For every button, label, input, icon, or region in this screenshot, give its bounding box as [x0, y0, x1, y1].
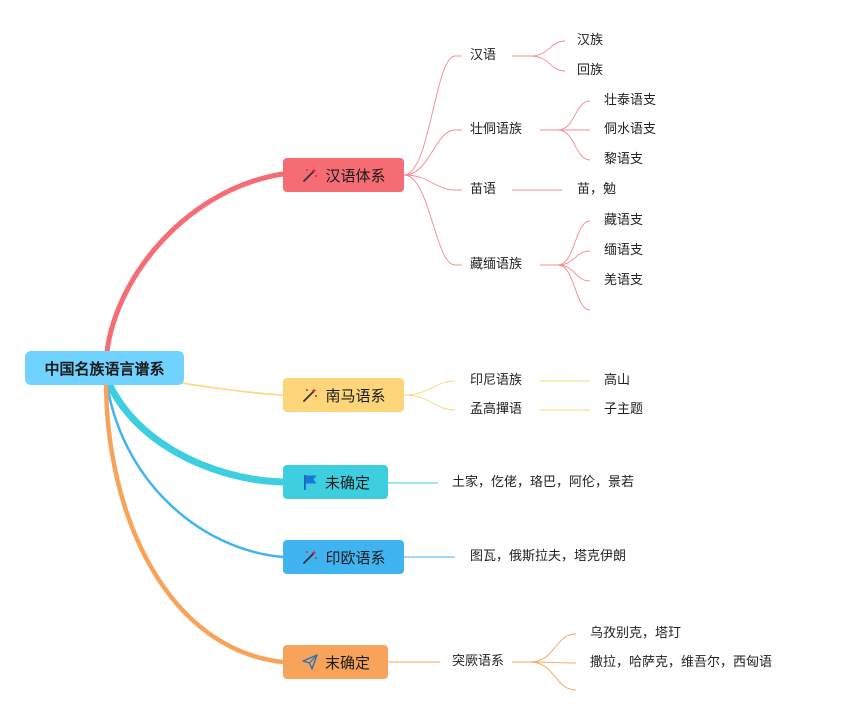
- topic-node[interactable]: 孟高撣语: [470, 402, 523, 417]
- connectors-b4: [388, 633, 577, 691]
- topic-node[interactable]: 印尼语族: [470, 373, 523, 388]
- topic-node[interactable]: 壮侗语族: [470, 122, 523, 137]
- subtopic-node[interactable]: 汉族: [577, 33, 604, 48]
- root-node[interactable]: 中国名族语言谱系: [25, 351, 184, 385]
- subtopic-node[interactable]: 壮泰语支: [604, 93, 657, 108]
- branch-label: 印欧语系: [325, 548, 386, 567]
- magic-wand-icon: [303, 388, 318, 402]
- topic-node[interactable]: 突厥语系: [452, 654, 505, 669]
- magic-wand-icon: [303, 550, 318, 564]
- subtopic-node[interactable]: 侗水语支: [604, 122, 657, 137]
- topic-node[interactable]: 图瓦，俄斯拉夫，塔克伊朗: [470, 549, 627, 564]
- branch-node-yinou[interactable]: 印欧语系: [283, 540, 404, 574]
- subtopic-node[interactable]: 乌孜别克，塔玎: [590, 626, 682, 641]
- connector-root-b0: [103, 171, 286, 371]
- branch-label: 未确定: [324, 473, 370, 492]
- subtopic-node[interactable]: 撒拉，哈萨克，维吾尔，西匈语: [590, 655, 773, 670]
- subtopic-node[interactable]: 黎语支: [604, 152, 644, 167]
- branch-node-nanma[interactable]: 南马语系: [283, 378, 404, 412]
- branch-node-moqueding[interactable]: 末确定: [283, 645, 388, 679]
- subtopic-node[interactable]: 羌语支: [604, 273, 644, 288]
- connectors-b0: [403, 40, 591, 311]
- subtopic-node[interactable]: 高山: [604, 373, 631, 388]
- flag-icon: [303, 475, 317, 490]
- connector-root-b3: [104, 376, 285, 559]
- root-label: 中国名族语言谱系: [44, 359, 165, 378]
- subtopic-node[interactable]: 子主题: [604, 402, 644, 417]
- branch-label: 汉语体系: [325, 166, 386, 185]
- branch-label: 南马语系: [325, 386, 386, 405]
- topic-node[interactable]: 土家，仡佬，珞巴，阿伦，景若: [452, 475, 635, 490]
- connector-root-b4: [103, 377, 286, 665]
- subtopic-node[interactable]: 缅语支: [604, 243, 644, 258]
- magic-wand-icon: [303, 168, 318, 182]
- subtopic-node[interactable]: 回族: [577, 63, 604, 78]
- branch-node-weiqueding[interactable]: 未确定: [283, 465, 388, 499]
- subtopic-node[interactable]: 藏语支: [604, 213, 644, 228]
- branch-label: 末确定: [324, 653, 370, 672]
- paper-plane-icon: [302, 654, 318, 670]
- branch-node-hanyu[interactable]: 汉语体系: [283, 158, 404, 192]
- topic-node[interactable]: 苗语: [470, 182, 497, 197]
- topic-node[interactable]: 藏缅语族: [470, 257, 523, 272]
- subtopic-node[interactable]: 苗，勉: [577, 182, 617, 197]
- connectors-b1: [403, 380, 590, 411]
- topic-node[interactable]: 汉语: [470, 48, 497, 63]
- connector-root-b2: [102, 372, 287, 486]
